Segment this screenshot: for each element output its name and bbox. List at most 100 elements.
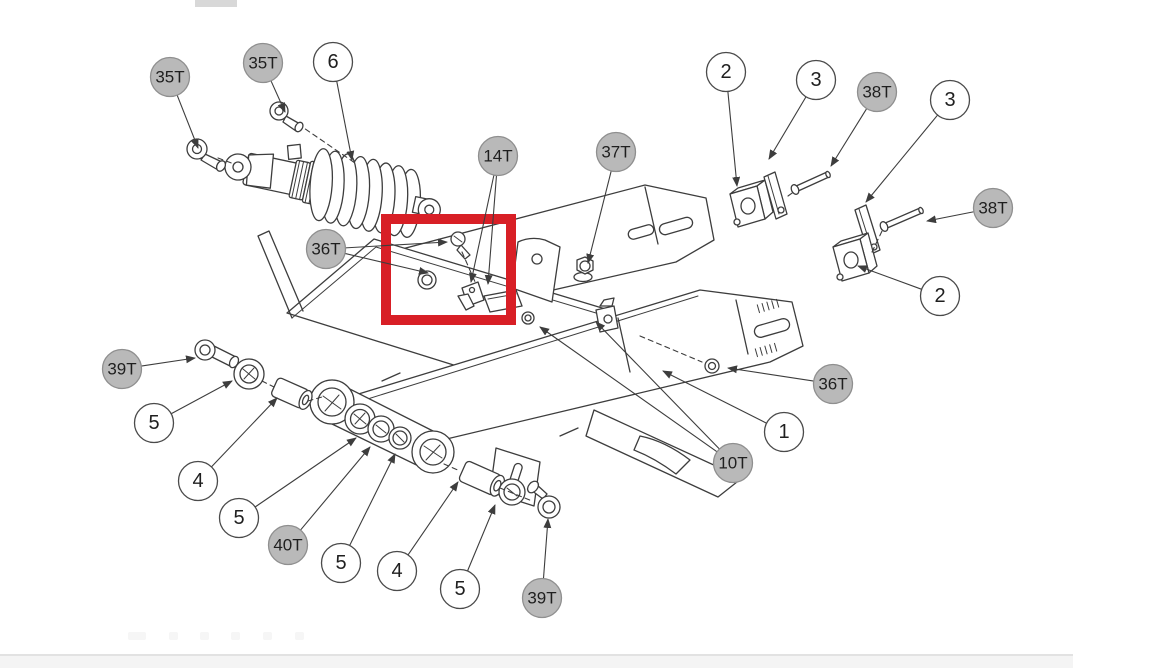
part-balloon-5[interactable]: 5: [439, 568, 481, 610]
faint-dot: [231, 632, 240, 640]
leader-line: [466, 504, 496, 572]
part-balloon-36T[interactable]: 36T: [305, 228, 347, 270]
part-balloon-2[interactable]: 2: [705, 51, 747, 93]
balloon-label: 3: [810, 69, 821, 91]
leader-line: [484, 175, 498, 285]
leader-line: [344, 252, 429, 275]
balloon-label: 1: [778, 421, 789, 443]
balloon-circle[interactable]: [101, 348, 143, 390]
balloon-label: 5: [454, 578, 465, 600]
part-balloon-38T[interactable]: 38T: [972, 187, 1014, 229]
balloon-circle[interactable]: [242, 42, 284, 84]
pivot-hardware-lower: [443, 460, 561, 519]
part-balloon-39T[interactable]: 39T: [101, 348, 143, 390]
balloon-circle[interactable]: [320, 542, 362, 584]
part-balloon-36T[interactable]: 36T: [812, 363, 854, 405]
balloon-label: 39T: [527, 589, 556, 608]
balloon-label: 5: [148, 412, 159, 434]
highlight-box: [381, 214, 516, 325]
leader-line: [345, 238, 448, 249]
balloon-label: 6: [327, 51, 338, 73]
balloon-circle[interactable]: [712, 442, 754, 484]
leader-line: [865, 114, 939, 203]
part-balloon-3[interactable]: 3: [929, 79, 971, 121]
balloon-label: 5: [233, 507, 244, 529]
balloon-label: 37T: [601, 143, 630, 162]
chain-adjuster-set-lower: [832, 204, 924, 282]
balloon-label: 38T: [862, 83, 891, 102]
balloon-label: 2: [934, 285, 945, 307]
balloon-label: 14T: [483, 147, 512, 166]
part-balloon-1[interactable]: 1: [763, 411, 805, 453]
leader-line: [727, 91, 741, 187]
part-balloon-3[interactable]: 3: [795, 59, 837, 101]
balloon-circle[interactable]: [705, 51, 747, 93]
balloon-label: 40T: [273, 536, 302, 555]
leader-line: [141, 355, 196, 367]
balloon-circle[interactable]: [312, 41, 354, 83]
balloon-circle[interactable]: [177, 460, 219, 502]
part-balloon-6[interactable]: 6: [312, 41, 354, 83]
pivot-hardware-left: [194, 339, 323, 410]
balloon-circle[interactable]: [305, 228, 347, 270]
leader-line: [542, 518, 552, 579]
balloon-label: 4: [192, 470, 203, 492]
leader-line: [586, 170, 612, 264]
bottom-bar: [0, 656, 1073, 668]
part-balloon-14T[interactable]: 14T: [477, 135, 519, 177]
balloon-circle[interactable]: [376, 550, 418, 592]
balloon-circle[interactable]: [521, 577, 563, 619]
balloon-label: 4: [391, 560, 402, 582]
balloon-label: 36T: [818, 375, 847, 394]
pivot-assembly: [309, 379, 455, 474]
part-balloon-39T[interactable]: 39T: [521, 577, 563, 619]
balloon-circle[interactable]: [133, 402, 175, 444]
balloon-circle[interactable]: [477, 135, 519, 177]
leader-line: [830, 108, 868, 167]
balloon-circle[interactable]: [149, 56, 191, 98]
chain-adjuster-set-upper: [729, 170, 831, 228]
part-balloon-35T[interactable]: 35T: [242, 42, 284, 84]
part-balloon-5[interactable]: 5: [133, 402, 175, 444]
balloon-circle[interactable]: [595, 131, 637, 173]
balloon-label: 5: [335, 552, 346, 574]
leader-line: [468, 174, 495, 283]
part-balloon-5[interactable]: 5: [320, 542, 362, 584]
balloon-circle[interactable]: [919, 275, 961, 317]
part-balloon-2[interactable]: 2: [919, 275, 961, 317]
leader-line: [727, 365, 814, 382]
leader-line: [349, 453, 396, 546]
balloon-label: 39T: [107, 360, 136, 379]
leader-line: [662, 370, 767, 424]
part-balloon-37T[interactable]: 37T: [595, 131, 637, 173]
balloon-circle[interactable]: [218, 497, 260, 539]
balloon-label: 38T: [978, 199, 1007, 218]
part-balloon-10T[interactable]: 10T: [712, 442, 754, 484]
balloon-circle[interactable]: [795, 59, 837, 101]
shock-bolt-upper: [269, 101, 304, 133]
balloon-circle[interactable]: [929, 79, 971, 121]
balloon-label: 10T: [718, 454, 747, 473]
balloon-circle[interactable]: [267, 524, 309, 566]
faint-dot: [295, 632, 304, 640]
balloon-label: 2: [720, 61, 731, 83]
leader-line: [211, 397, 278, 468]
part-balloon-38T[interactable]: 38T: [856, 71, 898, 113]
part-balloon-4[interactable]: 4: [177, 460, 219, 502]
shock-absorber: [217, 123, 441, 238]
balloon-circle[interactable]: [972, 187, 1014, 229]
part-balloon-5[interactable]: 5: [218, 497, 260, 539]
balloon-circle[interactable]: [856, 71, 898, 113]
part-balloon-40T[interactable]: 40T: [267, 524, 309, 566]
balloon-circle[interactable]: [812, 363, 854, 405]
leader-line: [926, 211, 974, 224]
leader-line: [768, 96, 807, 160]
part-balloon-35T[interactable]: 35T: [149, 56, 191, 98]
part-balloon-4[interactable]: 4: [376, 550, 418, 592]
balloon-circle[interactable]: [763, 411, 805, 453]
bottom-divider: [0, 654, 1073, 656]
leader-line: [857, 265, 922, 290]
balloon-circle[interactable]: [439, 568, 481, 610]
